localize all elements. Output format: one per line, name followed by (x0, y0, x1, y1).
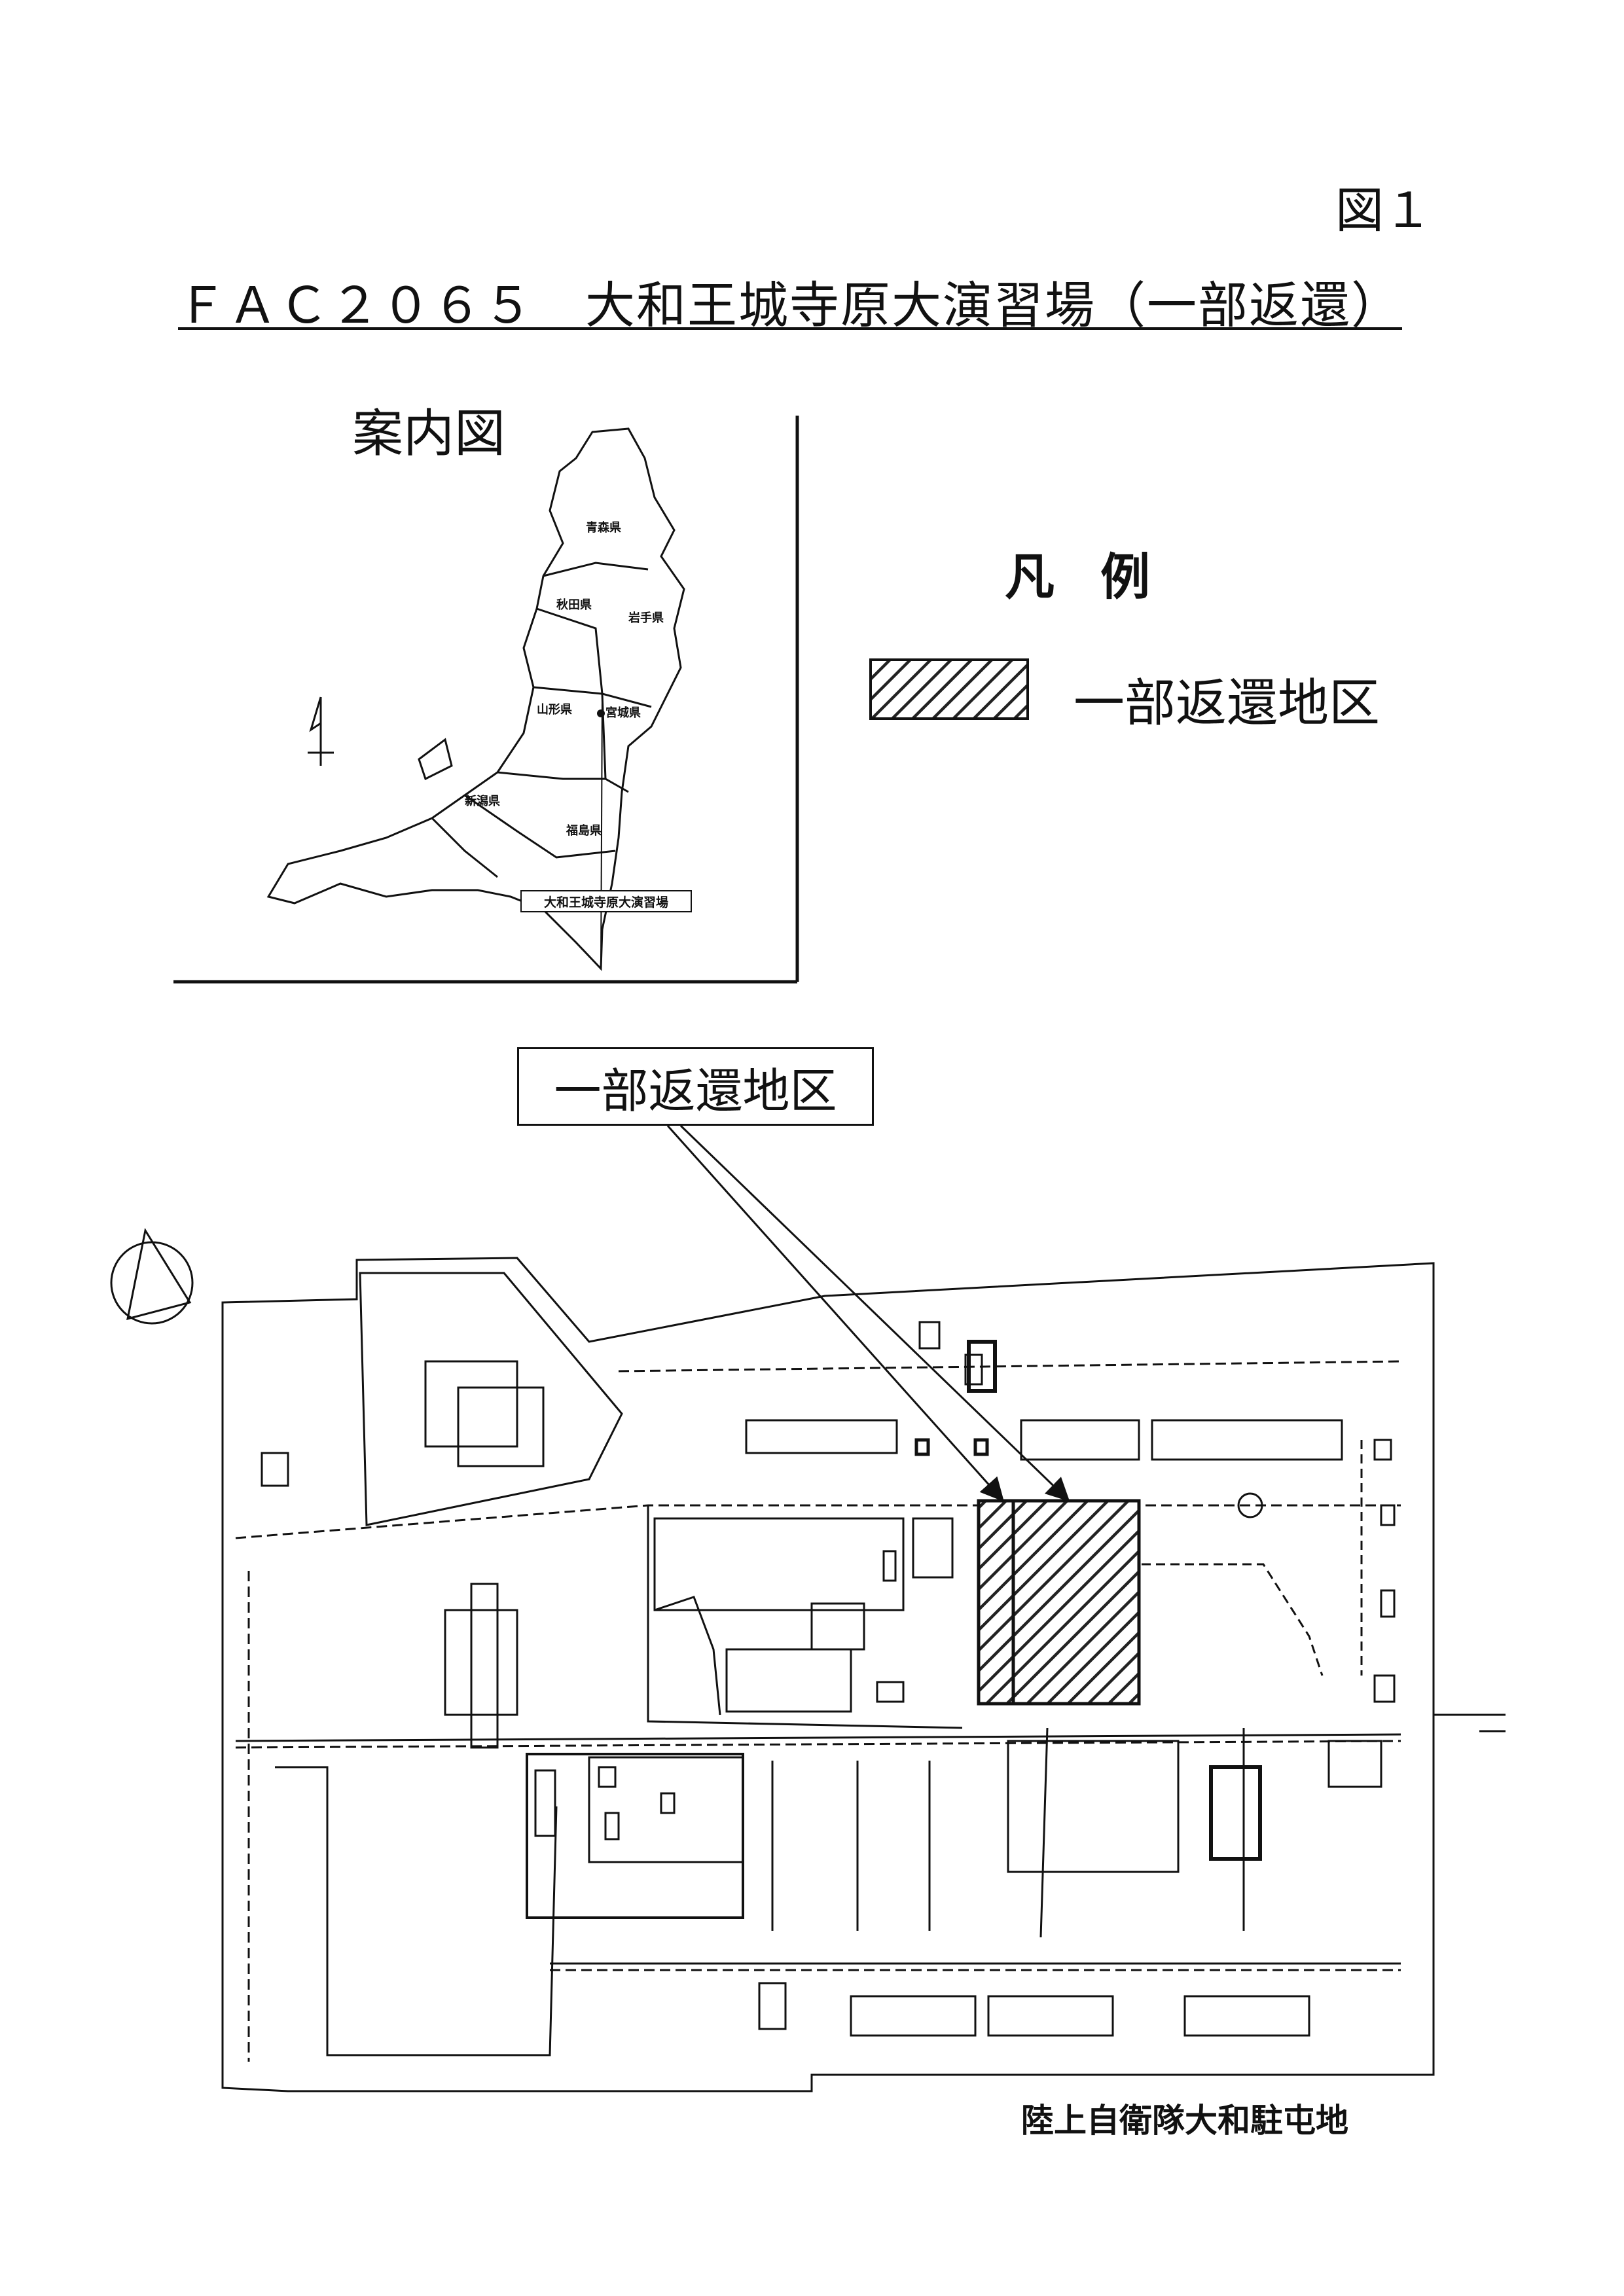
callout-label: 一部返還地区 (517, 1047, 874, 1126)
prefecture-label-miyagi: 宮城県 (605, 706, 641, 720)
site-plan (221, 1257, 1506, 2092)
compass-circle-icon (110, 1227, 194, 1325)
prefecture-label-yamagata: 山形県 (537, 703, 572, 717)
legend-item-label: 一部返還地区 (1074, 674, 1380, 733)
prefecture-label-akita: 秋田県 (556, 598, 592, 612)
north-arrow-icon (308, 696, 334, 766)
legend-hatch-swatch (869, 658, 1029, 720)
document-title: ＦＡＣ２０６５ 大和王城寺原大演習場（一部返還） (177, 276, 1402, 334)
site-buildings (261, 1321, 1396, 2037)
title-underline (178, 327, 1402, 330)
prefecture-label-fukushima: 福島県 (566, 824, 602, 838)
guide-map-title: 案内図 (352, 404, 506, 463)
callout-arrows (666, 1124, 1070, 1502)
site-location-caption: 大和王城寺原大演習場 (520, 890, 692, 912)
tohoku-outline (266, 427, 685, 971)
site-location-marker (597, 709, 605, 717)
figure-label: 図１ (1335, 183, 1432, 239)
prefecture-label-iwate: 岩手県 (628, 611, 664, 625)
prefecture-label-aomori: 青森県 (586, 521, 621, 535)
legend-title: 凡例 (1005, 548, 1196, 606)
guide-map-frame (173, 416, 799, 984)
partial-return-area (977, 1499, 1141, 1706)
site-plan-name: 陸上自衛隊大和駐屯地 (1021, 2102, 1348, 2140)
prefecture-label-niigata: 新潟県 (465, 795, 500, 808)
